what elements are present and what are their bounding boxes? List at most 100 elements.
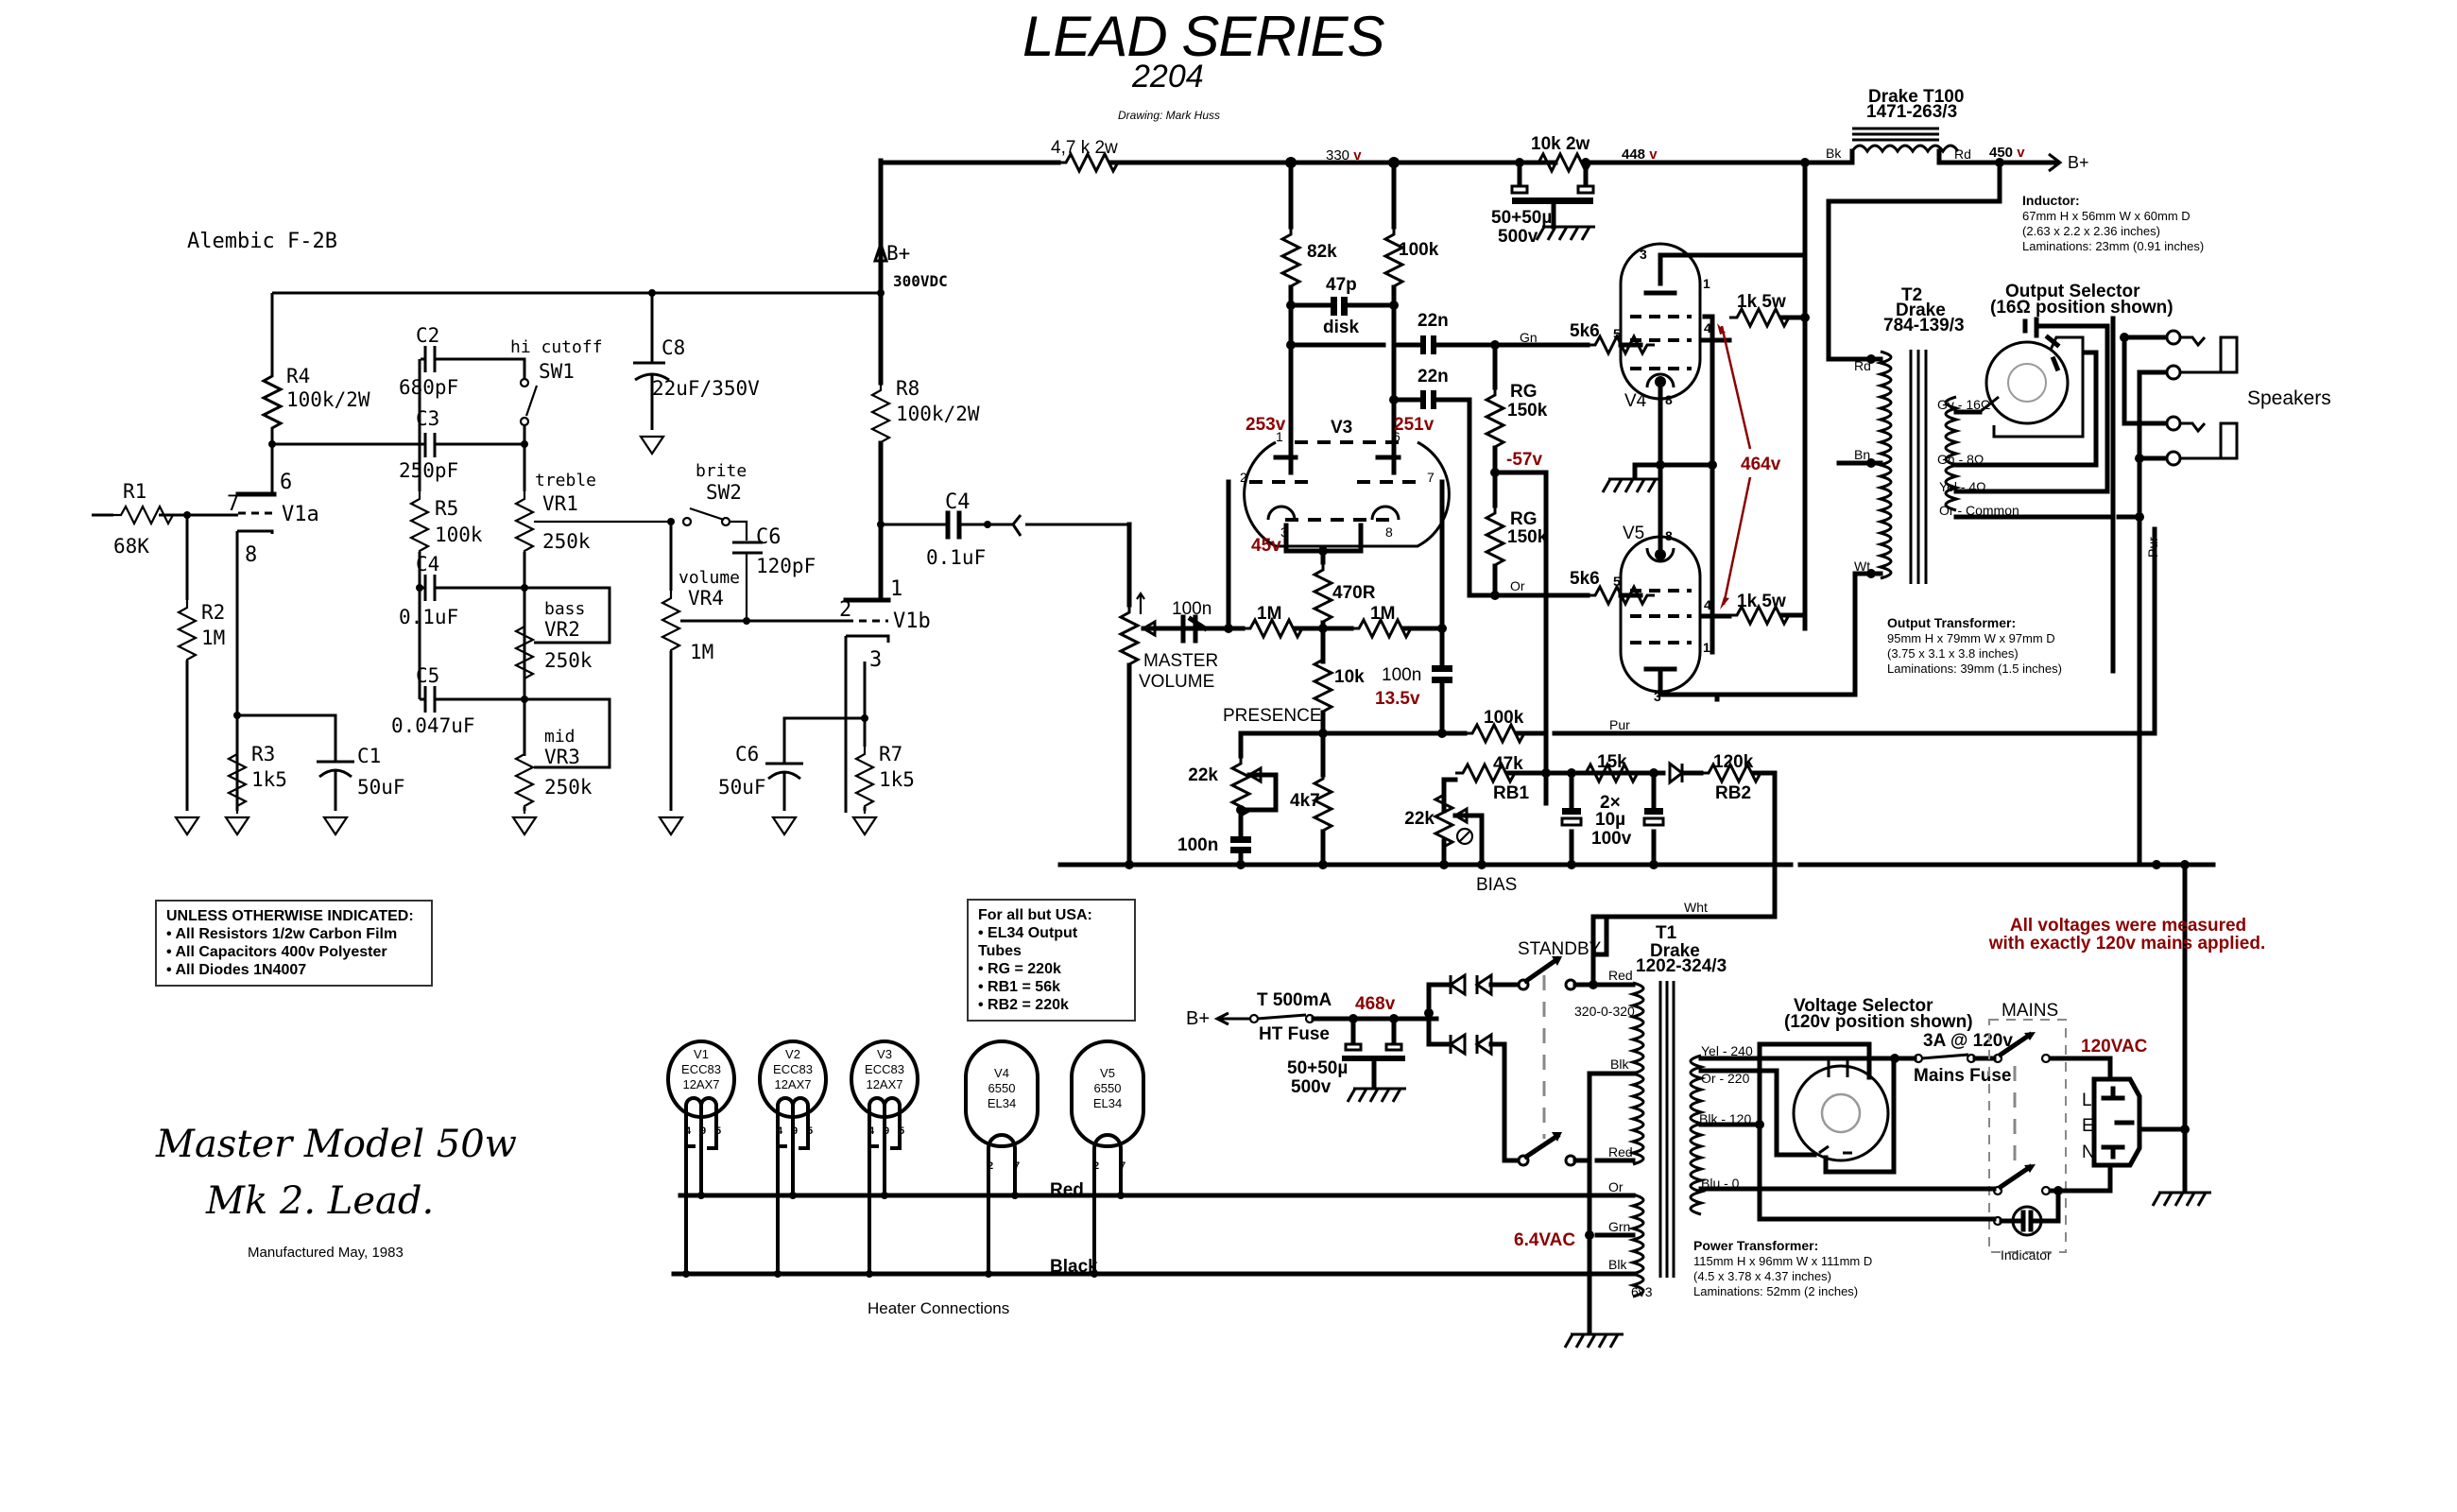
c3-value: 250pF xyxy=(399,459,458,482)
capacitor-filter-50-50 xyxy=(1512,198,1593,204)
tube-type: ECC83 xyxy=(681,1062,721,1076)
standby-switch[interactable] xyxy=(1522,955,1561,985)
speaker-jacks: Speakers xyxy=(2120,329,2239,868)
r1-ref: R1 xyxy=(123,480,146,503)
r5-value: 100k xyxy=(435,524,483,546)
presence-pot-label: 22k xyxy=(1188,765,1218,785)
r-tail-label: 470R xyxy=(1332,583,1376,603)
speaker-jack-2-sleeve[interactable] xyxy=(2165,450,2182,467)
capacitor-bias-2 xyxy=(1642,816,1665,827)
r5-ref: R5 xyxy=(435,497,458,520)
mid-pot-vr3[interactable] xyxy=(514,745,535,816)
info-line: Laminations: 39mm (1.5 inches) xyxy=(1887,662,2062,676)
coupling-2-label: 22n xyxy=(1418,367,1449,387)
v4-pin-cathode: 8 xyxy=(1665,392,1673,407)
speaker-jack-1-sleeve[interactable] xyxy=(2165,364,2182,381)
heater-pin-label: 5 xyxy=(899,1125,904,1137)
choke-lead-in: Bk xyxy=(1826,146,1842,161)
r-plate-2-label: 100k xyxy=(1399,240,1439,260)
heater-pin-label: 4 xyxy=(868,1125,875,1137)
resistor-r4 xyxy=(262,367,283,438)
iec-mains-inlet[interactable]: L E N xyxy=(2082,1076,2142,1168)
node-450-label: 450 v xyxy=(1989,145,2025,161)
resistor-r8 xyxy=(870,381,891,452)
vr1-ref: VR1 xyxy=(542,492,578,515)
t1-hv-ct-label: 320-0-320 xyxy=(1574,1004,1635,1019)
ground-symbol xyxy=(771,816,798,836)
heater-pin-label: 9 xyxy=(700,1125,706,1137)
capacitor-grid-100n xyxy=(1432,677,1452,683)
tube-type: EL34 xyxy=(988,1096,1016,1110)
vr2-value: 250k xyxy=(544,649,593,672)
speaker-jack-1[interactable] xyxy=(2165,329,2182,346)
ground-symbol xyxy=(511,816,538,836)
r2-ref: R2 xyxy=(201,601,225,624)
mains-switch[interactable] xyxy=(1997,1031,2034,1058)
r4-value: 100k/2W xyxy=(286,388,370,411)
measurement-note-line1: All voltages were measured xyxy=(2010,916,2246,936)
master-volume-pot[interactable] xyxy=(1119,603,1140,674)
t1-hv-blk: Blk xyxy=(1610,1057,1629,1072)
rg1-value: 150k xyxy=(1507,401,1548,421)
r7-ref: R7 xyxy=(879,743,902,765)
manufactured-date: Manufactured May, 1983 xyxy=(248,1245,404,1261)
choke-lead-out: Rd xyxy=(1954,146,1971,162)
mains-voltage-label: 120VAC xyxy=(2081,1037,2148,1057)
treble-pot-vr1[interactable] xyxy=(514,490,535,560)
tube-ref: V5 xyxy=(1100,1066,1115,1080)
ground-symbol xyxy=(1346,1087,1408,1104)
info-line: 115mm H x 96mm W x 111mm D xyxy=(1693,1254,1873,1268)
v1a-pin8: 8 xyxy=(245,543,257,567)
switch-sw2[interactable] xyxy=(689,507,725,522)
v3-pin: 6 xyxy=(1393,429,1400,444)
r1-value: 68K xyxy=(113,535,149,558)
r8-ref: R8 xyxy=(896,377,919,400)
grid-stopper-v5-label: 5k6 xyxy=(1570,569,1600,589)
output-selector[interactable]: Output Selector (16Ω position shown) xyxy=(1979,282,2174,438)
v1a-pin7: 7 xyxy=(227,492,239,516)
tube-type: EL34 xyxy=(1093,1096,1122,1110)
mains-fuse[interactable] xyxy=(1920,1053,1969,1060)
heater-wire-black-label: Black xyxy=(1050,1257,1098,1277)
voltage-selector[interactable]: Voltage Selector (120v position shown) xyxy=(1698,996,1973,1222)
choke-name: Drake T100 xyxy=(1868,87,1964,107)
rg2-ref: RG xyxy=(1510,509,1538,529)
t1-primary-220: Or - 220 xyxy=(1701,1071,1750,1086)
bias-caps-value: 10µ xyxy=(1595,810,1625,830)
defaults-note-item: • All Capacitors 400v Polyester xyxy=(166,944,387,960)
c4-tone-ref: C4 xyxy=(416,553,439,576)
sw1-ref: SW1 xyxy=(539,360,575,383)
switch-sw1[interactable] xyxy=(524,385,539,417)
ht-fuse[interactable] xyxy=(1256,1013,1307,1021)
info-line: (3.75 x 3.1 x 3.8 inches) xyxy=(1887,646,2019,661)
c6-brite-value: 120pF xyxy=(756,555,816,577)
rg2-value: 150k xyxy=(1507,527,1548,547)
vr4-ref: VR4 xyxy=(688,587,724,610)
ground-symbol xyxy=(1563,1332,1625,1349)
info-line: (4.5 x 3.78 x 4.37 inches) xyxy=(1693,1269,1831,1283)
heater-pin-label: 9 xyxy=(792,1125,798,1137)
rb1-ref: RB1 xyxy=(1493,783,1529,803)
v3-pin: 1 xyxy=(1276,429,1283,444)
power-transformer-info: Power Transformer: 115mm H x 96mm W x 11… xyxy=(1693,1238,1872,1299)
ot-lead-16: Gy - 16Ω xyxy=(1937,397,1990,412)
export-note-item: • RB2 = 220k xyxy=(978,997,1069,1013)
vr2-ref: VR2 xyxy=(544,618,580,641)
cap-bridge-type: disk xyxy=(1323,318,1359,337)
tube-type: 12AX7 xyxy=(774,1077,811,1091)
r-grid-1-label: 1M xyxy=(1257,604,1281,624)
wire-or-label: Or xyxy=(1510,578,1525,593)
t1-heater-grn: Grn xyxy=(1608,1219,1630,1234)
vr4-name: volume xyxy=(679,568,740,588)
t1-heater-or: Or xyxy=(1608,1179,1624,1194)
nfb-resistor-label: 100k xyxy=(1484,708,1524,728)
ht-fuse-rating: T 500mA xyxy=(1257,990,1332,1010)
v3-ref: V3 xyxy=(1331,418,1352,438)
tube-ref: V1 xyxy=(694,1047,709,1061)
speaker-jack-2[interactable] xyxy=(2165,415,2182,432)
resistor-rg-1 xyxy=(1485,386,1505,456)
bplus-out-label: B+ xyxy=(2068,153,2089,172)
volume-pot-vr4[interactable] xyxy=(661,589,681,660)
